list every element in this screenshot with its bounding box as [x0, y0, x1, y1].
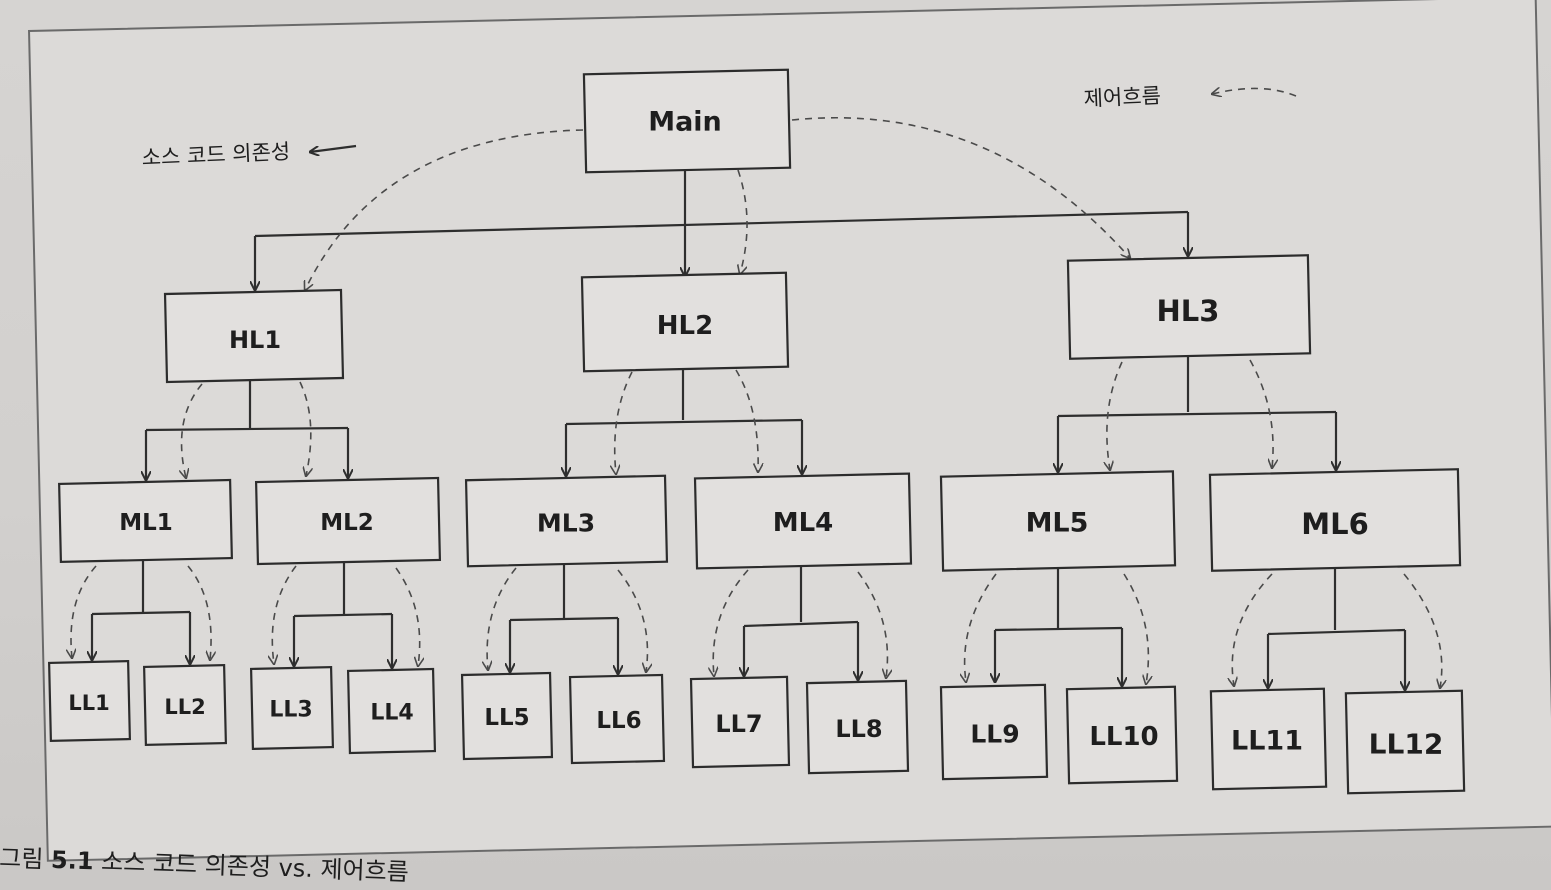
node-ml6-label: ML6: [1301, 507, 1369, 541]
node-ll5: LL5: [460, 671, 554, 761]
node-ml6: ML6: [1208, 468, 1462, 572]
node-ml1: ML1: [58, 478, 233, 564]
node-hl1-label: HL1: [229, 326, 281, 354]
node-ml3: ML3: [464, 474, 669, 568]
node-ll8-label: LL8: [835, 715, 882, 743]
node-ll1-label: LL1: [68, 691, 109, 715]
legend-source-dependency: 소스 코드 의존성: [141, 140, 357, 170]
node-main: Main: [582, 68, 792, 174]
caption-number: 5.1: [50, 845, 95, 876]
node-ll8: LL8: [805, 679, 910, 775]
node-ml5-label: ML5: [1026, 508, 1089, 539]
node-ml2-label: ML2: [320, 510, 374, 536]
caption-prefix: 그림: [0, 843, 44, 874]
node-ll1: LL1: [48, 659, 131, 742]
node-ll5-label: LL5: [484, 705, 529, 731]
node-ll11: LL11: [1209, 687, 1328, 791]
node-ll7: LL7: [689, 675, 791, 769]
node-ll4-label: LL4: [370, 701, 413, 726]
node-ml2: ML2: [254, 476, 442, 566]
node-hl3-label: HL3: [1157, 294, 1220, 328]
legend-control-flow: 제어흐름: [1083, 84, 1297, 111]
legend-control-flow-label: 제어흐름: [1083, 84, 1161, 111]
node-hl1: HL1: [163, 288, 345, 384]
node-ll6-label: LL6: [596, 708, 641, 734]
node-main-label: Main: [648, 107, 722, 138]
node-ml1-label: ML1: [119, 510, 173, 536]
node-ll3-label: LL3: [269, 698, 312, 723]
node-ll2: LL2: [143, 663, 227, 747]
legend-dashed-arrow: [1212, 88, 1297, 96]
node-hl2-label: HL2: [657, 311, 713, 341]
source-dependency-lines: [92, 168, 1405, 690]
legend-solid-arrow: [310, 144, 357, 152]
node-ll4: LL4: [346, 667, 437, 755]
node-ll3: LL3: [249, 665, 335, 751]
node-ll12: LL12: [1344, 689, 1466, 795]
control-flow-lines: [71, 116, 1442, 688]
node-ll10-label: LL10: [1089, 722, 1158, 752]
node-ll9-label: LL9: [970, 720, 1019, 749]
node-ll12-label: LL12: [1369, 728, 1444, 761]
node-ll7-label: LL7: [715, 710, 762, 738]
node-ll6: LL6: [568, 673, 666, 765]
node-ll9: LL9: [939, 683, 1049, 781]
node-ml4-label: ML4: [773, 508, 834, 538]
legend-source-dependency-label: 소스 코드 의존성: [141, 140, 290, 170]
node-ml4: ML4: [693, 472, 913, 570]
node-hl2: HL2: [580, 271, 790, 373]
node-ll11-label: LL11: [1231, 726, 1303, 757]
node-ll10: LL10: [1065, 685, 1179, 785]
node-ml3-label: ML3: [537, 509, 595, 538]
node-ml5: ML5: [939, 470, 1177, 572]
node-ll2-label: LL2: [164, 695, 205, 719]
node-hl3: HL3: [1066, 254, 1312, 360]
